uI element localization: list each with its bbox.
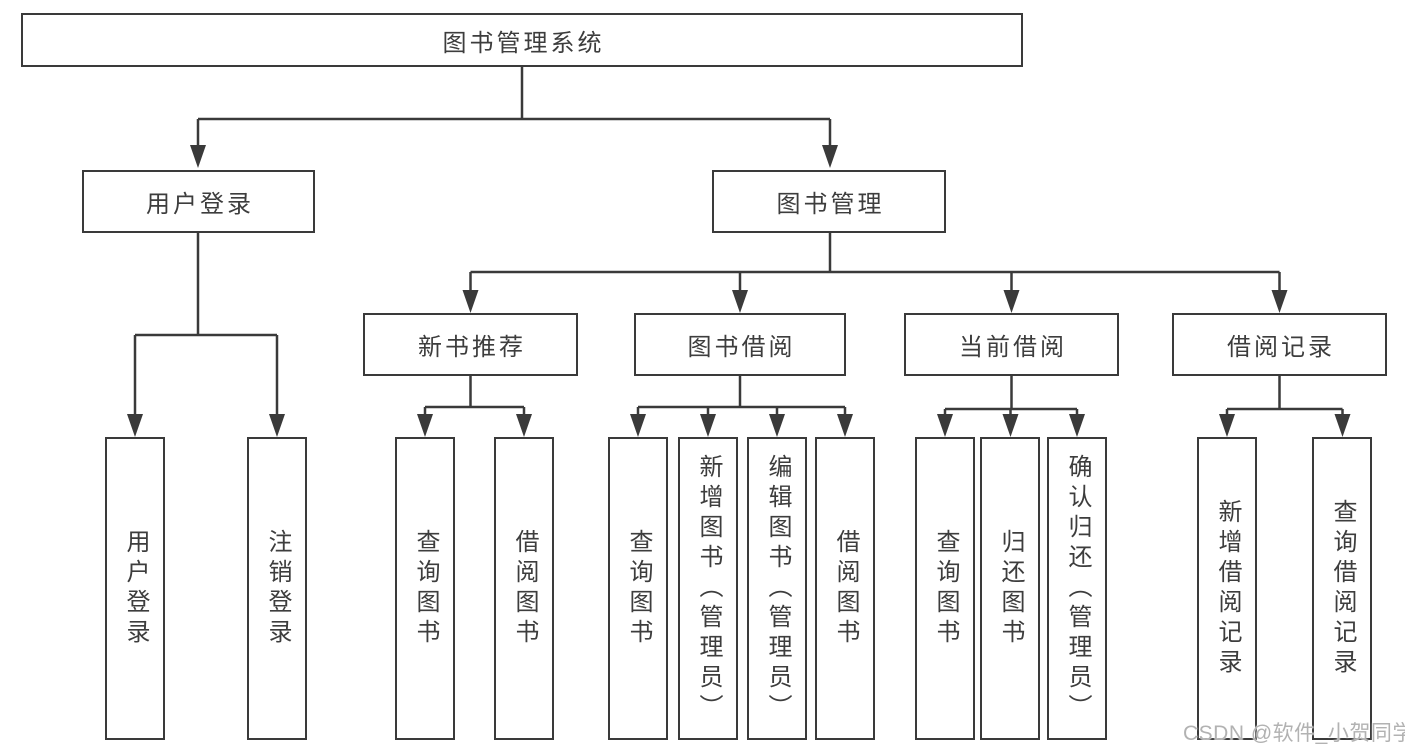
node-label: 借阅图书 xyxy=(832,528,859,649)
leaf-user-login: 用户登录 xyxy=(105,437,165,740)
leaf-br-query-record: 查询借阅记录 xyxy=(1312,437,1372,740)
leaf-cb-return-books: 归还图书 xyxy=(980,437,1040,740)
node-label: 借阅记录 xyxy=(1227,334,1335,361)
node-label: 编辑图书（管理员） xyxy=(764,453,791,724)
leaf-bb-borrow-books: 借阅图书 xyxy=(815,437,875,740)
node-label: 当前借阅 xyxy=(959,334,1067,361)
node-label: 确认归还（管理员） xyxy=(1064,453,1091,724)
leaf-bb-edit-books-admin: 编辑图书（管理员） xyxy=(747,437,807,740)
node-label: 注销登录 xyxy=(264,528,291,649)
leaf-nbr-borrow-books: 借阅图书 xyxy=(494,437,554,740)
node-label: 查询图书 xyxy=(625,528,652,649)
node-label: 图书管理系统 xyxy=(442,29,605,57)
leaf-bb-query-books: 查询图书 xyxy=(608,437,668,740)
node-label: 新增借阅记录 xyxy=(1214,498,1241,679)
node-current-borrowing: 当前借阅 xyxy=(904,313,1119,376)
leaf-bb-add-books-admin: 新增图书（管理员） xyxy=(678,437,738,740)
arrowheads xyxy=(127,145,1351,437)
node-label: 借阅图书 xyxy=(511,528,538,649)
node-label: 查询图书 xyxy=(932,528,959,649)
node-label: 归还图书 xyxy=(997,528,1024,649)
node-label: 用户登录 xyxy=(146,191,254,218)
node-new-book-recommend: 新书推荐 xyxy=(363,313,578,376)
leaf-cb-query-books: 查询图书 xyxy=(915,437,975,740)
node-label: 用户登录 xyxy=(122,528,149,649)
node-label: 查询图书 xyxy=(412,528,439,649)
node-label: 新书推荐 xyxy=(418,334,526,361)
csdn-watermark: CSDN @软件_小贺同学 xyxy=(1183,722,1405,745)
node-root: 图书管理系统 xyxy=(21,13,1023,67)
node-book-management: 图书管理 xyxy=(712,170,946,233)
leaf-cb-confirm-return-admin: 确认归还（管理员） xyxy=(1047,437,1107,740)
leaf-br-add-record: 新增借阅记录 xyxy=(1197,437,1257,740)
node-label: 查询借阅记录 xyxy=(1329,498,1356,679)
leaf-nbr-query-books: 查询图书 xyxy=(395,437,455,740)
node-label: 新增图书（管理员） xyxy=(695,453,722,724)
node-label: 图书借阅 xyxy=(687,334,796,361)
node-user-login: 用户登录 xyxy=(82,170,315,233)
node-label: 图书管理 xyxy=(776,191,885,218)
node-borrowing-records: 借阅记录 xyxy=(1172,313,1387,376)
node-book-borrowing: 图书借阅 xyxy=(634,313,846,376)
leaf-logout: 注销登录 xyxy=(247,437,307,740)
